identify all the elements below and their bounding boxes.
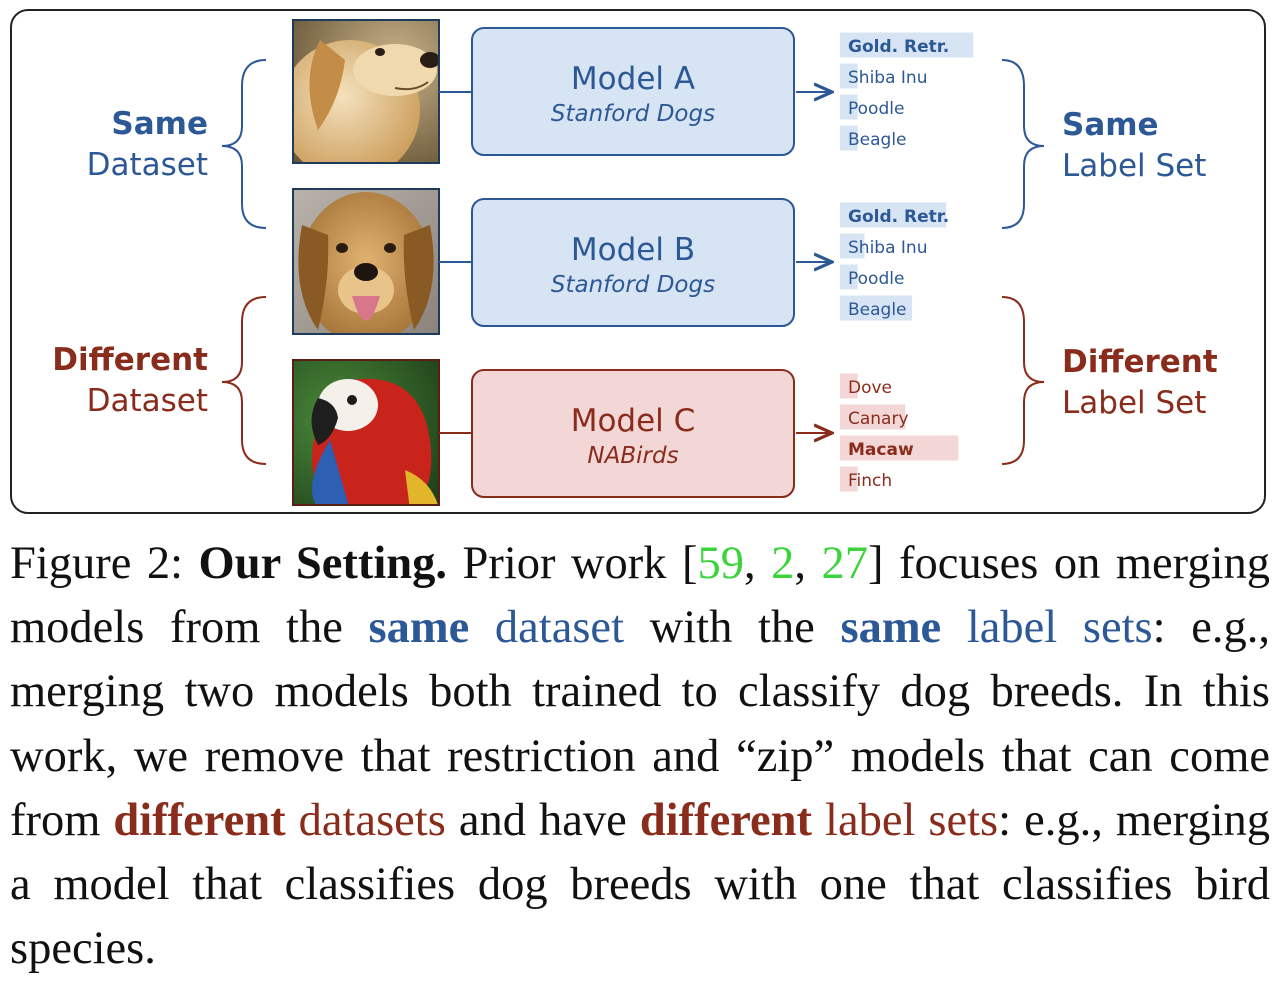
model-c-outputs: Dove Canary Macaw Finch [840,373,959,492]
score-bar [840,94,858,120]
citation-link[interactable]: 59 [697,538,745,589]
caption-figure-label: Figure 2: [10,538,184,589]
caption-text: : e.g., merging two models both trained … [10,602,1270,846]
label-same-dataset-bold: Same [111,106,208,142]
score-bar [840,125,858,151]
caption-text: ] focuses on merging models from the [10,538,1270,654]
class-label: Gold. Retr. [848,207,949,227]
model-c-title: Model C [571,403,696,439]
model-b-box [471,198,795,327]
caption-text: with the [624,602,841,654]
golden-retriever-photo [292,188,440,335]
model-b-outputs: Gold. Retr. Shiba Inu Poodle Beagle [840,202,949,321]
left-brace-different [221,296,267,465]
caption-emph: label sets [941,602,1153,654]
score-bar [840,466,858,492]
label-same-dataset-normal: Dataset [87,147,208,183]
score-bar [840,435,959,461]
model-a-dataset: Stanford Dogs [551,101,715,127]
citation-link[interactable]: 2 [771,538,795,589]
macaw-parrot-photo [292,359,440,506]
model-c-box [471,369,795,498]
caption-emph: label sets [812,794,999,846]
caption-text: , [794,538,822,589]
class-label: Shiba Inu [848,68,927,88]
golden-retriever-puppy-photo [292,19,440,164]
class-label: Gold. Retr. [848,37,949,57]
class-label: Beagle [848,130,907,150]
model-a-outputs: Gold. Retr. Shiba Inu Poodle Beagle [840,32,974,151]
score-bar [840,233,865,259]
caption-emph: same [368,602,470,654]
right-brace-same [1001,59,1045,229]
score-bar [840,404,906,430]
caption-text: , [744,538,772,589]
model-a-title: Model A [571,61,695,97]
score-bar [840,295,913,321]
model-b-dataset: Stanford Dogs [551,272,715,298]
caption-emph: dataset [469,602,624,654]
score-bar [840,63,858,89]
citation-link[interactable]: 27 [821,538,868,589]
score-bar [840,202,947,228]
label-same-labelset-normal: Label Set [1062,148,1206,184]
class-label: Finch [848,471,892,491]
label-different-labelset-normal: Label Set [1062,385,1206,421]
class-label: Poodle [848,269,904,289]
score-bar [840,373,858,399]
score-bar [840,264,858,290]
class-label: Macaw [848,440,914,460]
right-brace-different [1001,296,1045,465]
class-label: Poodle [848,99,904,119]
caption-text: Prior work [ [462,538,698,589]
caption-emph: datasets [285,794,446,846]
score-bar [840,32,974,58]
caption-emph: dif­ferent [639,794,812,846]
model-b-title: Model B [571,232,695,268]
setting-diagram: Same Dataset Different Dataset Same Labe… [52,19,1218,506]
caption-emph: same [840,602,942,654]
model-c-dataset: NABirds [587,443,678,469]
model-a-box [471,27,795,156]
class-label: Shiba Inu [848,238,927,258]
left-brace-same [221,59,267,229]
class-label: Dove [848,378,892,398]
label-different-dataset-bold: Different [52,342,208,378]
caption-title: Our Setting. [198,538,447,589]
label-same-labelset-bold: Same [1062,107,1159,143]
label-different-dataset-normal: Dataset [87,383,208,419]
label-different-labelset-bold: Different [1062,344,1218,380]
class-label: Canary [848,409,909,429]
caption-text: and have [445,794,640,846]
class-label: Beagle [848,300,907,320]
figure-caption: Figure 2: Our Setting. Prior work [59, 2… [10,532,1270,981]
caption-text: : e.g., merging a model that classifies … [10,794,1270,975]
caption-emph: different [113,794,286,846]
